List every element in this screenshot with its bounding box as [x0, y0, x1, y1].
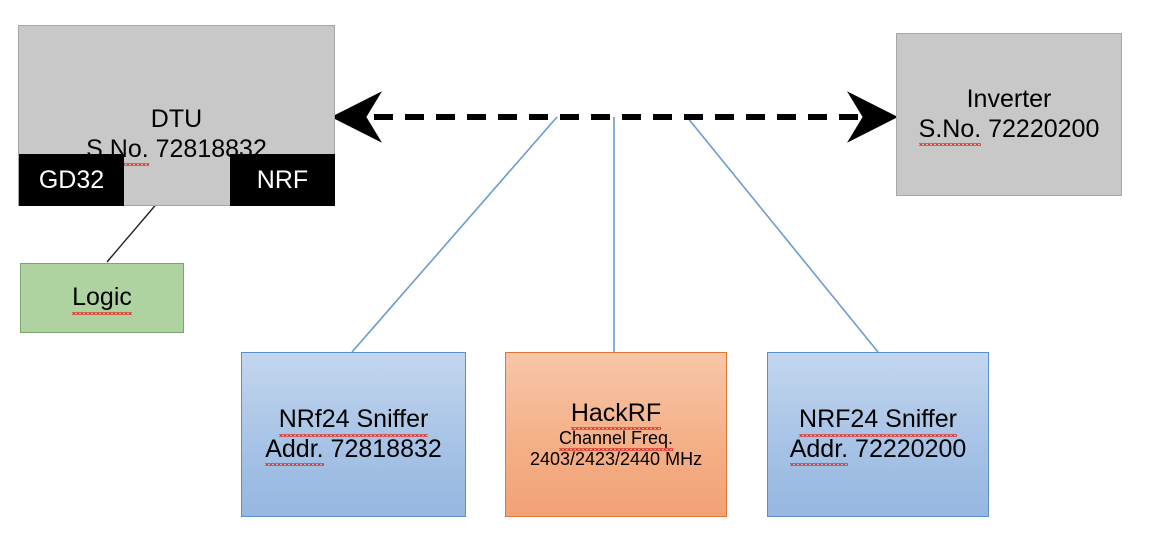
inverter-serial-prefix: S.No.	[918, 114, 982, 146]
nrf-chip[interactable]: NRF	[230, 154, 335, 206]
hackrf-title: HackRF	[570, 398, 662, 430]
tap-line-sniffer-left	[351, 116, 558, 353]
gd32-chip[interactable]: GD32	[19, 154, 124, 206]
sniffer-right-addr-prefix: Addr.	[789, 434, 849, 466]
sniffer-left-node[interactable]: NRf24 Sniffer Addr. 72818832	[241, 352, 466, 517]
sniffer-right-node[interactable]: NRF24 Sniffer Addr. 72220200	[767, 352, 989, 517]
hackrf-channel-label: Channel Freq.	[558, 428, 674, 452]
dtu-title: DTU	[150, 105, 203, 133]
sniffer-right-addr-value: 72220200	[855, 434, 967, 463]
inverter-serial-value: 72220200	[988, 114, 1100, 143]
sniffer-right-title: NRF24 Sniffer	[799, 405, 957, 436]
sniffer-left-addr-prefix: Addr.	[265, 434, 324, 466]
hackrf-channel-freq: 2403/2423/2440 MHz	[529, 449, 703, 470]
gd32-label: GD32	[38, 165, 105, 194]
sniffer-left-addr-value: 72818832	[330, 434, 442, 463]
inverter-serial: S.No. 72220200	[918, 114, 1100, 146]
hackrf-node[interactable]: HackRF Channel Freq. 2403/2423/2440 MHz	[505, 352, 727, 517]
inverter-title: Inverter	[966, 85, 1052, 113]
sniffer-left-addr: Addr. 72818832	[265, 434, 442, 466]
inverter-node[interactable]: Inverter S.No. 72220200	[896, 33, 1122, 196]
tap-line-sniffer-right	[686, 116, 879, 353]
logic-label: Logic	[72, 283, 132, 315]
tap-line-group	[351, 116, 879, 353]
sniffer-left-title: NRf24 Sniffer	[278, 405, 429, 436]
sniffer-right-addr: Addr. 72220200	[789, 434, 967, 466]
nrf-label: NRF	[256, 165, 309, 194]
logic-analyzer-node[interactable]: Logic	[20, 263, 184, 333]
